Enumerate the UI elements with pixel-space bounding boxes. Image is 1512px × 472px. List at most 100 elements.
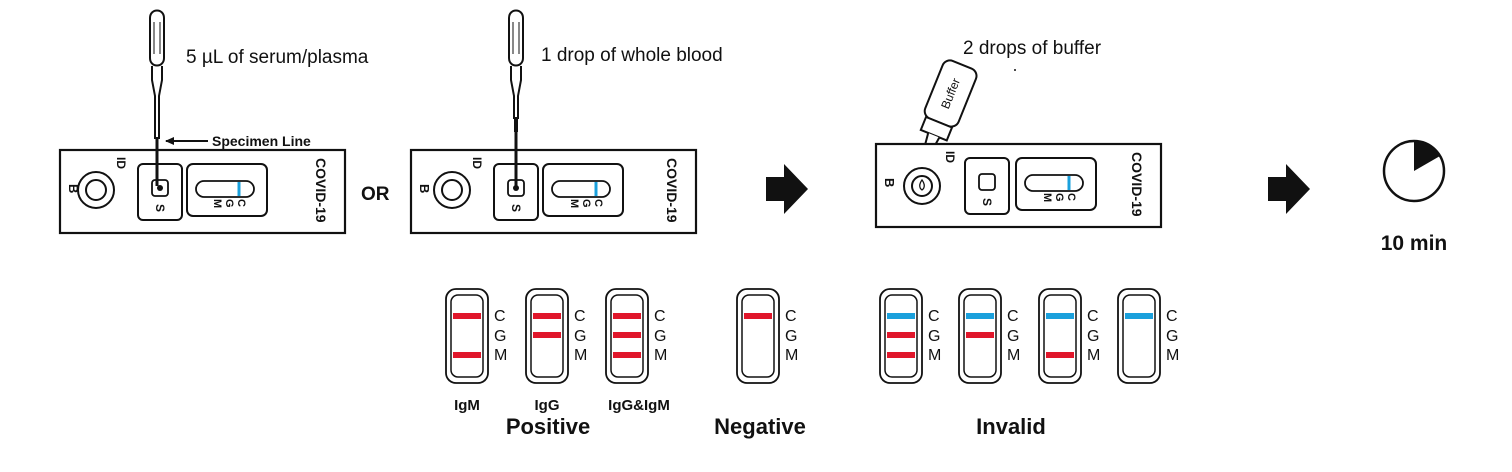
result-strip: CGM IgG bbox=[525, 288, 587, 414]
result-line-m bbox=[613, 352, 641, 358]
line-letter-g: G bbox=[928, 328, 940, 345]
result-line-c bbox=[613, 313, 641, 319]
well-s-label: S bbox=[509, 204, 523, 212]
results-section: CGMIgMCGMIgGCGMIgG&IgMPositiveCGMNegativ… bbox=[445, 288, 1179, 439]
buffer-bottle-icon: Buffer bbox=[919, 59, 978, 153]
serum-instruction: 5 µL of serum/plasma bbox=[186, 47, 369, 68]
result-strip: CGM bbox=[1117, 288, 1179, 384]
window-c-label: C bbox=[592, 199, 604, 207]
window-g-label: G bbox=[1053, 193, 1065, 202]
well-id-label: ID bbox=[943, 151, 957, 163]
case-label: IgM bbox=[454, 397, 480, 414]
line-letter-g: G bbox=[1087, 328, 1099, 345]
line-letter-m: M bbox=[1087, 347, 1100, 364]
strip-outer bbox=[736, 288, 780, 384]
result-line-m bbox=[1046, 352, 1074, 358]
window-g-label: G bbox=[580, 199, 592, 208]
result-line-c bbox=[1125, 313, 1153, 319]
strip-window bbox=[741, 294, 775, 378]
line-letter-m: M bbox=[785, 347, 798, 364]
line-letter-c: C bbox=[785, 308, 797, 325]
line-letter-m: M bbox=[1007, 347, 1020, 364]
well-id-label: ID bbox=[470, 157, 484, 169]
strip-window bbox=[530, 294, 564, 378]
device-name: COVID-19 bbox=[664, 158, 680, 223]
line-letter-c: C bbox=[1087, 308, 1099, 325]
pipette-icon bbox=[508, 9, 524, 132]
result-strip: CGM bbox=[958, 288, 1020, 384]
result-line-g bbox=[887, 332, 915, 338]
line-letter-m: M bbox=[928, 347, 941, 364]
test-cassette: B ID S C G M COVID-19 bbox=[58, 148, 347, 235]
result-line-c bbox=[533, 313, 561, 319]
step-serum: 5 µL of serum/plasma B ID S C G M COVID-… bbox=[58, 9, 369, 235]
result-line-m bbox=[887, 352, 915, 358]
strip-outer bbox=[445, 288, 489, 384]
result-line-c bbox=[1046, 313, 1074, 319]
well-b-label: B bbox=[417, 184, 432, 193]
arrow-right-icon bbox=[1268, 164, 1310, 214]
window-c-label: C bbox=[1065, 193, 1077, 201]
test-cassette: B ID S C G M COVID-19 bbox=[409, 148, 698, 235]
line-letter-g: G bbox=[654, 328, 666, 345]
line-letter-m: M bbox=[574, 347, 587, 364]
result-title-invalid: Invalid bbox=[976, 414, 1046, 439]
strip-window bbox=[1122, 294, 1156, 378]
line-letter-c: C bbox=[1007, 308, 1019, 325]
strip-window bbox=[1043, 294, 1077, 378]
clock-elapsed-wedge bbox=[1414, 140, 1440, 171]
test-cassette: B ID S C G M COVID-19 bbox=[874, 142, 1163, 229]
line-letter-m: M bbox=[494, 347, 507, 364]
well-s-label: S bbox=[153, 204, 167, 212]
line-letter-g: G bbox=[1166, 328, 1178, 345]
result-line-g bbox=[533, 332, 561, 338]
strip-window bbox=[610, 294, 644, 378]
device-name: COVID-19 bbox=[313, 158, 329, 223]
window-g-label: G bbox=[223, 199, 235, 208]
specimen-drop bbox=[513, 185, 519, 191]
buffer-instruction: 2 drops of buffer bbox=[963, 38, 1102, 59]
result-strip: CGM bbox=[736, 288, 798, 384]
result-line-c bbox=[966, 313, 994, 319]
or-label: OR bbox=[361, 184, 390, 205]
strip-window bbox=[963, 294, 997, 378]
timer: 10 min bbox=[1381, 139, 1448, 255]
well-id-label: ID bbox=[114, 157, 128, 169]
result-strip: CGM bbox=[1038, 288, 1100, 384]
line-letter-c: C bbox=[928, 308, 940, 325]
line-letter-c: C bbox=[494, 308, 506, 325]
device-name: COVID-19 bbox=[1129, 152, 1145, 217]
specimen-drop bbox=[157, 185, 163, 191]
result-line-g bbox=[966, 332, 994, 338]
window-m-label: M bbox=[1041, 193, 1053, 202]
well-b-label: B bbox=[66, 184, 81, 193]
line-letter-c: C bbox=[574, 308, 586, 325]
line-letter-g: G bbox=[494, 328, 506, 345]
well-b-label: B bbox=[882, 178, 897, 187]
time-label: 10 min bbox=[1381, 232, 1448, 255]
well-s-label: S bbox=[980, 198, 994, 206]
line-letter-g: G bbox=[1007, 328, 1019, 345]
strip-window bbox=[450, 294, 484, 378]
step-buffer: 2 drops of buffer Buffer B ID S C G M bbox=[874, 38, 1163, 229]
arrow-right-icon bbox=[766, 164, 808, 214]
result-line-g bbox=[613, 332, 641, 338]
blood-instruction: 1 drop of whole blood bbox=[541, 45, 723, 66]
result-line-c bbox=[744, 313, 772, 319]
line-letter-g: G bbox=[574, 328, 586, 345]
result-line-c bbox=[453, 313, 481, 319]
result-strip: CGM bbox=[879, 288, 941, 384]
case-label: IgG bbox=[535, 397, 560, 414]
window-c-label: C bbox=[235, 199, 247, 207]
result-title-positive: Positive bbox=[506, 414, 590, 439]
case-label: IgG&IgM bbox=[608, 397, 670, 414]
strip-outer bbox=[1038, 288, 1082, 384]
line-letter-c: C bbox=[654, 308, 666, 325]
result-line-c bbox=[887, 313, 915, 319]
strip-window bbox=[884, 294, 918, 378]
result-title-negative: Negative bbox=[714, 414, 806, 439]
strip-outer bbox=[1117, 288, 1161, 384]
line-letter-c: C bbox=[1166, 308, 1178, 325]
